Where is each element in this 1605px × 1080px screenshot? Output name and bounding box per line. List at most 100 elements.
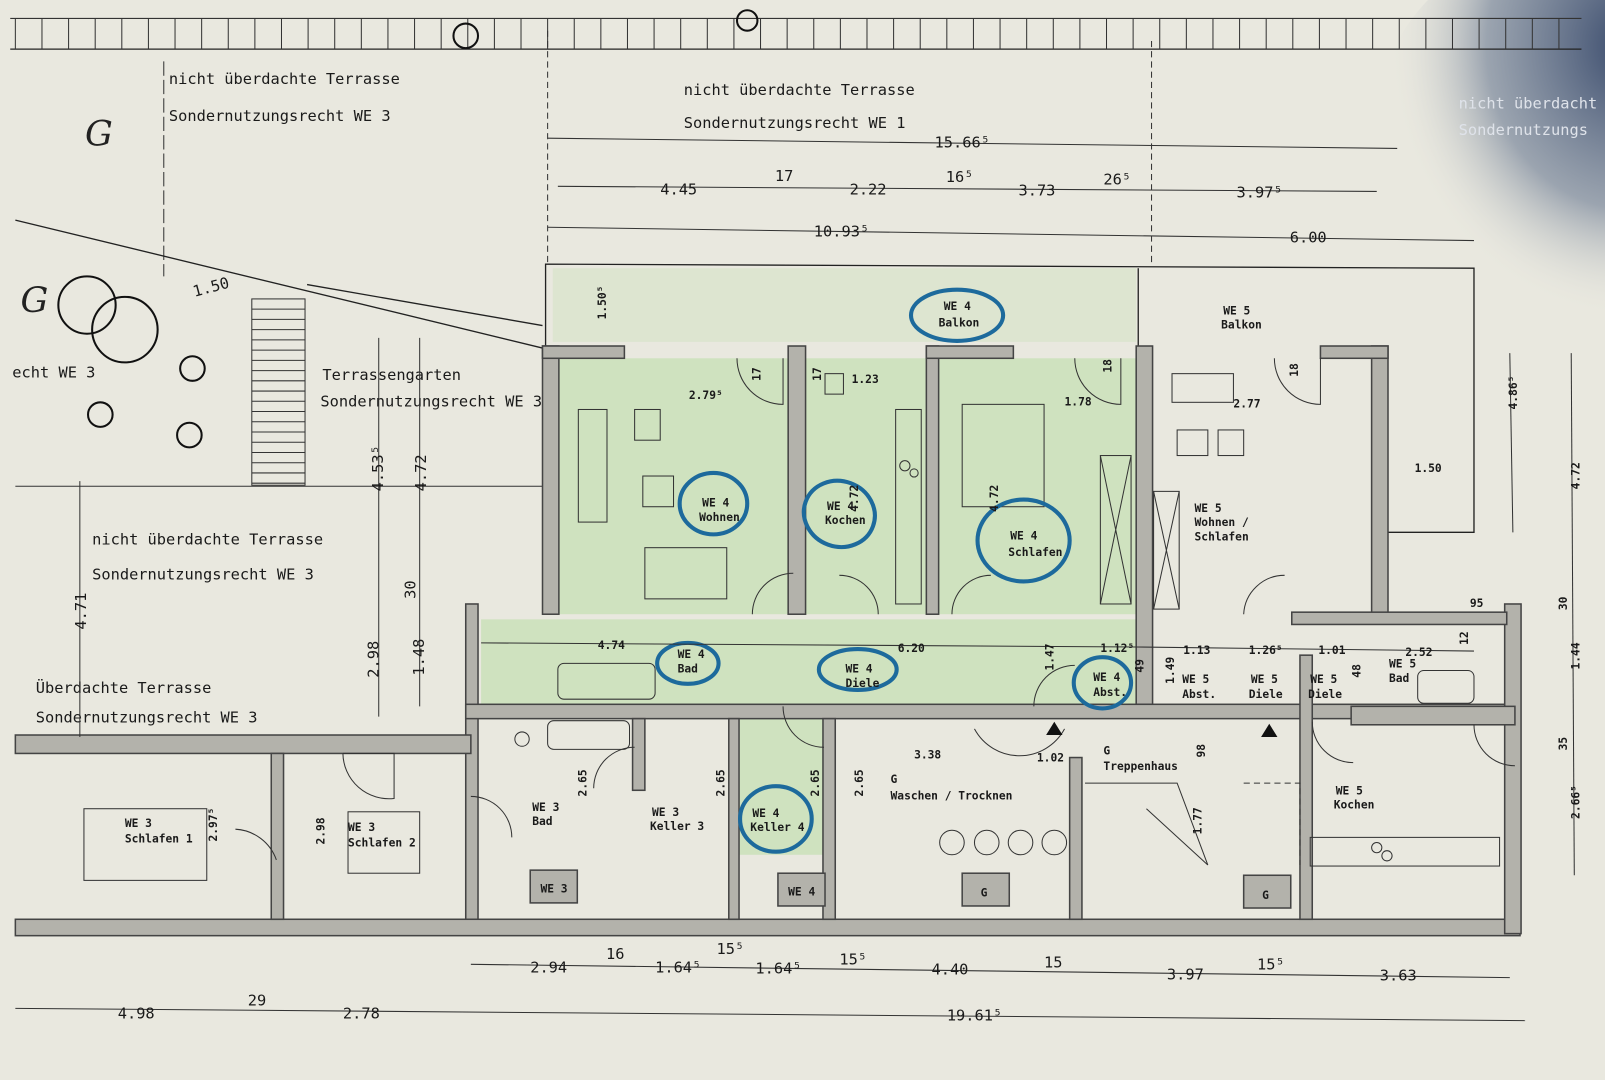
room-label: WE 4 <box>702 497 729 510</box>
area-label: echt WE 3 <box>12 364 95 382</box>
room-label: Balkon <box>1221 319 1262 332</box>
room-label: G <box>1103 744 1110 757</box>
area-label: nicht überdachte Terrasse <box>169 70 400 88</box>
dimension-label: 4.72 <box>1569 462 1582 489</box>
room-label: Schlafen 1 <box>125 833 193 846</box>
dimension-label: 2.65 <box>853 769 866 796</box>
room-label: Bad <box>678 663 698 676</box>
dimension-label: 1.23 <box>852 373 879 386</box>
dimension-label: 10.93⁵ <box>814 222 869 240</box>
dimension-label: 15⁵ <box>839 950 867 968</box>
exterior-stairs <box>251 298 306 486</box>
room-label: Balkon <box>939 317 980 330</box>
dimension-label: 4.45 <box>660 181 697 199</box>
area-label: Sondernutzungs <box>1459 121 1588 139</box>
dimensions-left: 4.53⁵ 4.72 4.71 2.98 1.48 30 <box>72 445 430 678</box>
room-label: Treppenhaus <box>1103 760 1178 773</box>
dimension-label: 19.61⁵ <box>947 1007 1002 1025</box>
area-label: Überdachte Terrasse <box>36 678 212 697</box>
dimension-label: 1.77 <box>1192 807 1205 834</box>
dimension-label: 1.12⁵ <box>1100 642 1134 655</box>
room-label: WE 3 <box>532 801 559 814</box>
room-label: WE 4 <box>1093 671 1120 684</box>
dimension-label: 1.13 <box>1183 644 1210 657</box>
room-label: Wohnen <box>699 511 740 524</box>
dimension-label: 3.73 <box>1018 182 1055 200</box>
room-label: WE 3 <box>348 821 375 834</box>
dimension-label: 1.50⁵ <box>596 286 609 320</box>
dimension-label: 4.72 <box>848 485 861 512</box>
room-label: Abst. <box>1093 686 1127 699</box>
fence <box>10 17 1582 50</box>
room-label: Diele <box>1249 688 1283 701</box>
area-label: Sondernutzungsrecht WE 3 <box>169 107 391 125</box>
room-label: Wohnen / <box>1195 516 1249 529</box>
room-label: WE 4 <box>1010 529 1037 542</box>
dimension-label: 16 <box>606 945 624 963</box>
area-label: Terrassengarten <box>322 366 461 384</box>
cellar-tag-g: G <box>1262 889 1269 902</box>
dimension-label: 30 <box>402 580 420 598</box>
plant-icon <box>57 9 759 449</box>
dimension-label: 15 <box>1044 953 1062 971</box>
cellar-tag-we3: WE 3 <box>540 883 567 896</box>
dimension-label: 1.50 <box>1415 462 1442 475</box>
dimension-label: 3.97⁵ <box>1237 184 1283 202</box>
dimension-label: 1.48 <box>410 639 428 676</box>
room-label: Diele <box>845 677 879 690</box>
room-label: WE 5 <box>1389 657 1416 670</box>
dimension-label: 1.49 <box>1164 657 1177 684</box>
dimension-label: 18 <box>1102 359 1115 373</box>
area-label: Sondernutzungsrecht WE 3 <box>36 709 258 727</box>
dimension-label: 4.86⁵ <box>1507 376 1520 410</box>
room-label: WE 5 <box>1182 673 1209 686</box>
entrance-marker-icon <box>1261 723 1278 738</box>
room-label: WE 5 <box>1251 673 1278 686</box>
slope-line <box>15 219 543 349</box>
dimension-label: 4.71 <box>72 593 90 630</box>
dimension-label: 6.20 <box>898 642 925 655</box>
dimension-label: 49 <box>1133 659 1146 673</box>
room-label: WE 3 <box>652 806 679 819</box>
entrance-marker-icon <box>1046 721 1063 736</box>
room-label: Keller 3 <box>650 820 704 833</box>
room-label: WE 4 <box>944 300 971 313</box>
dimension-label: 2.78 <box>343 1005 380 1023</box>
dimensions-bottom: 2.94 16 1.64⁵ 15⁵ 1.64⁵ 15⁵ 4.40 15 3.97… <box>118 940 1417 1025</box>
dimension-label: 48 <box>1350 664 1363 678</box>
dimension-label: 3.97 <box>1167 966 1204 984</box>
room-label: Schlafen <box>1195 531 1249 544</box>
door-swings <box>235 358 1515 861</box>
room-label: Schlafen <box>1008 546 1062 559</box>
dimension-label: 1.26⁵ <box>1249 644 1283 657</box>
room-label: Schlafen 2 <box>348 837 416 850</box>
dimension-label: 18 <box>1288 363 1301 377</box>
dimension-label: 35 <box>1557 737 1570 751</box>
room-label: WE 4 <box>752 807 779 820</box>
dimension-label: 1.02 <box>1037 752 1064 765</box>
dimension-lines <box>15 137 1575 1022</box>
dimension-label: 1.64⁵ <box>755 960 801 978</box>
dimension-label: 2.77 <box>1233 397 1260 410</box>
dimension-label: 2.65 <box>577 769 590 796</box>
dimension-label: 3.63 <box>1380 967 1417 985</box>
dimension-label: 1.01 <box>1318 644 1345 657</box>
room-label: Diele <box>1308 688 1342 701</box>
dimension-label: 4.40 <box>931 961 968 979</box>
cellar-tag-we4: WE 4 <box>788 886 815 899</box>
room-label: WE 5 <box>1310 673 1337 686</box>
cellar-window-tags: WE 3 WE 4 G G <box>529 869 1292 909</box>
area-label: Sondernutzungsrecht WE 3 <box>92 565 314 583</box>
dimension-label: 1.44 <box>1569 642 1582 669</box>
balcony-frames <box>544 263 1475 533</box>
dimension-label: 15⁵ <box>1257 955 1285 973</box>
room-label: WE 4 <box>827 500 854 513</box>
dimension-label: 2.65 <box>715 769 728 796</box>
dimension-label: 2.66⁵ <box>1569 785 1582 819</box>
marker-circles <box>655 287 1134 854</box>
dimension-label: 2.22 <box>850 181 887 199</box>
dimension-label: 4.72 <box>988 485 1001 512</box>
dimensions-interior: 1.50⁵ 2.79⁵ 17 1.23 17 4.72 1.78 18 4.72… <box>207 286 1582 845</box>
room-label: Kochen <box>825 514 866 527</box>
